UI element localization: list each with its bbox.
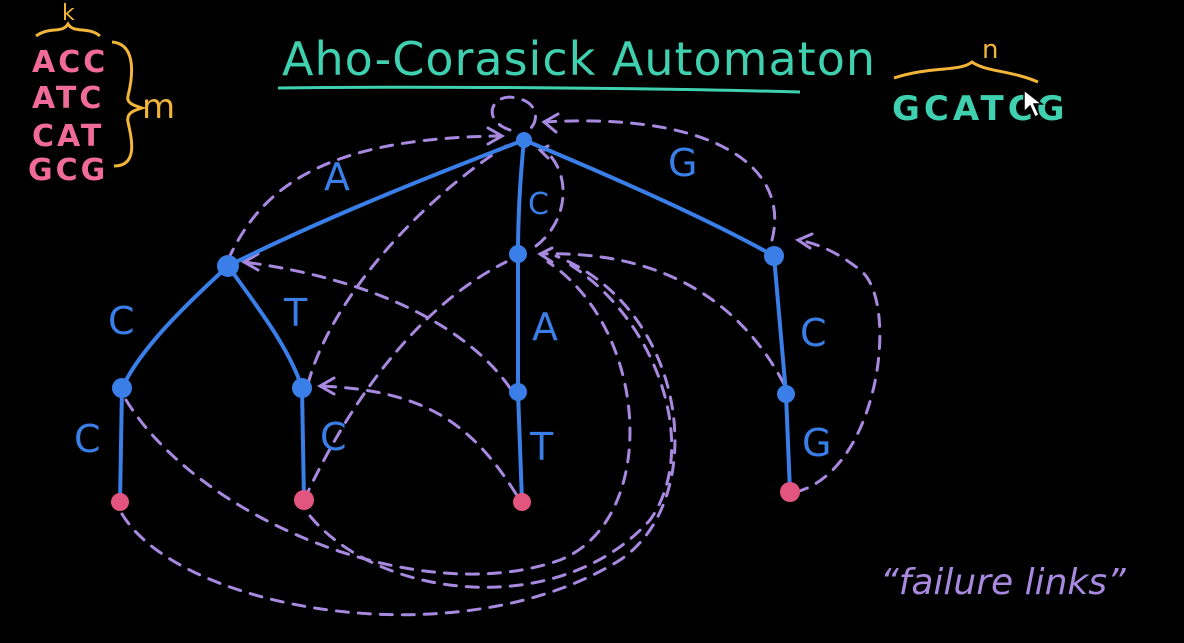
pattern-length-brace xyxy=(35,21,101,38)
title-underline xyxy=(277,85,801,94)
trie-node xyxy=(217,255,239,277)
trie-node xyxy=(112,378,132,398)
failure-link xyxy=(242,260,512,390)
trie-edge xyxy=(118,386,124,504)
leaf-node xyxy=(780,482,800,502)
failure-link xyxy=(120,254,677,617)
failure-link xyxy=(534,146,565,248)
pattern-item: CAT xyxy=(32,119,104,154)
trie-edge xyxy=(516,390,524,504)
trie-node xyxy=(292,378,312,398)
trie-edge xyxy=(120,264,230,390)
failure-link xyxy=(490,95,537,134)
trie-edge xyxy=(516,138,526,256)
failure-link xyxy=(306,144,508,386)
edge-label: A xyxy=(532,305,558,349)
trie-edge xyxy=(784,392,792,494)
failure-link xyxy=(302,260,508,502)
trie-nodes xyxy=(111,132,800,511)
edge-label: G xyxy=(802,421,831,465)
leaf-node xyxy=(294,490,314,510)
trie-node xyxy=(509,383,527,401)
trie-node-root xyxy=(516,132,532,148)
edge-label: C xyxy=(800,311,827,355)
edge-label: G xyxy=(668,141,697,185)
pattern-count-label: m xyxy=(142,87,175,127)
trie-edge xyxy=(226,264,304,390)
failure-links xyxy=(120,95,882,617)
trie-node xyxy=(777,385,795,403)
edge-labels: A C G C T C C A T C G xyxy=(74,141,831,469)
trie-node xyxy=(509,245,527,263)
edge-label: C xyxy=(74,417,101,461)
failure-link xyxy=(542,119,777,242)
edge-label: C xyxy=(320,415,347,459)
text-length-brace xyxy=(893,60,1039,84)
trie-node xyxy=(764,246,784,266)
failure-links-annotation: “failure links” xyxy=(880,562,1126,603)
leaf-node xyxy=(513,493,531,511)
failure-link xyxy=(226,134,502,262)
failure-arrowheads xyxy=(240,112,814,396)
pattern-count-brace xyxy=(111,40,147,168)
failure-link xyxy=(318,384,518,496)
pattern-item: ACC xyxy=(32,45,108,80)
edge-label: A xyxy=(324,155,350,199)
failure-link xyxy=(308,260,674,589)
failure-link xyxy=(538,252,786,386)
trie-edges xyxy=(118,138,792,504)
trie-edge xyxy=(772,254,788,396)
text-length-label: n xyxy=(982,35,998,65)
cursor-arrow-icon xyxy=(1023,88,1045,119)
edge-label: T xyxy=(283,291,308,335)
trie-edge xyxy=(300,386,306,502)
failure-link xyxy=(124,260,632,576)
search-text: GCATCG xyxy=(892,89,1069,129)
trie-edge xyxy=(522,138,776,258)
pattern-item: GCG xyxy=(28,153,108,188)
leaf-node xyxy=(111,493,129,511)
pattern-length-label: k xyxy=(62,1,75,26)
pattern-item: ATC xyxy=(32,81,104,116)
edge-label: C xyxy=(528,187,549,222)
pattern-list: ACC ATC CAT GCG xyxy=(28,45,108,188)
edge-label: C xyxy=(108,299,135,343)
trie-edge xyxy=(226,138,526,268)
diagram-title: Aho-Corasick Automaton xyxy=(282,32,876,86)
failure-link xyxy=(794,238,882,494)
edge-label: T xyxy=(529,425,554,469)
